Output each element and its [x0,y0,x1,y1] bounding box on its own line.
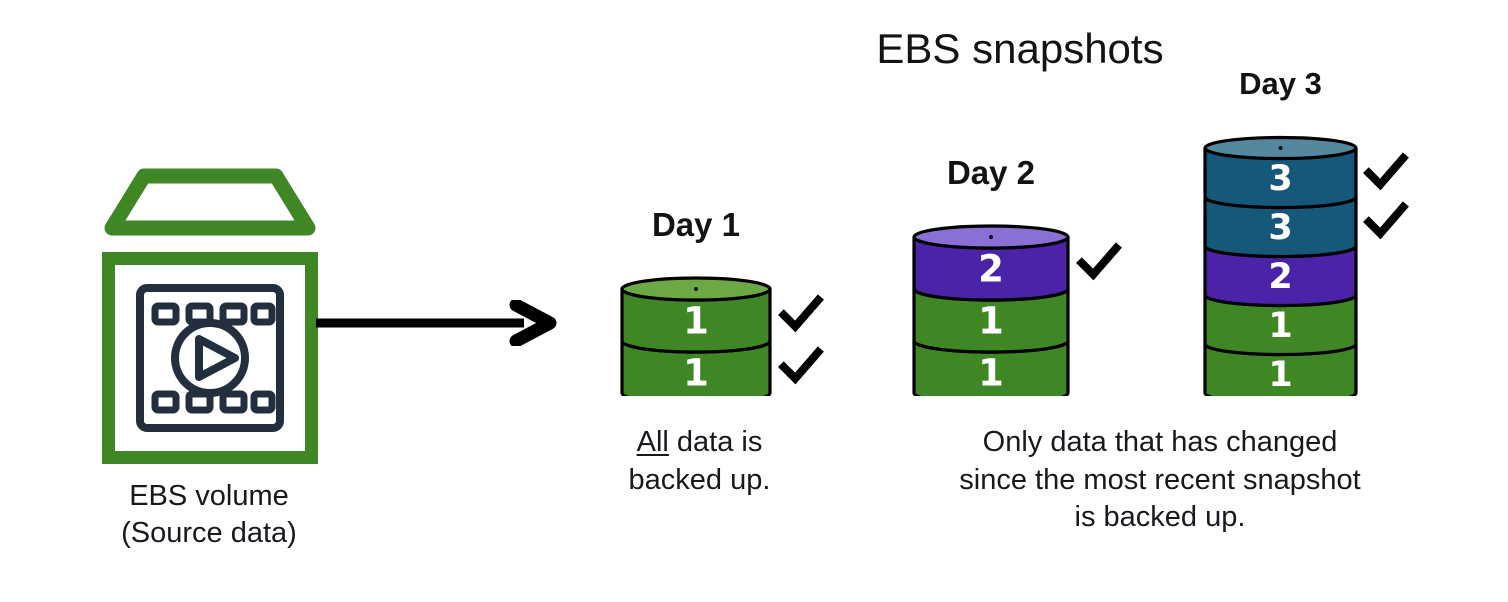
segment-value: 1 [978,300,1004,343]
incremental-caption-line2: since the most recent snapshot [959,463,1361,496]
day-label-1: Day 1 [651,206,741,243]
cylinder-day-2: 1 1 2 [912,224,1070,396]
ebs-caption-line1: EBS volume [129,480,289,512]
incremental-caption-line3: is backed up. [1074,501,1246,534]
day1-caption: All data is backed up. [592,424,807,499]
film-strip-icon [136,284,284,432]
checkmark-icon [778,294,824,333]
day-label-3: Day 3 [1239,66,1322,101]
checkmark-icon [1363,200,1409,239]
segment-value: 3 [1268,208,1292,248]
day1-caption-line2: backed up. [628,463,771,496]
incremental-caption-line1: Only data that has changed [982,426,1338,458]
flow-arrow-icon [316,300,557,346]
cylinder-day-1: 11 [620,276,772,396]
segment-value: 1 [683,352,709,395]
segment-value: 1 [1268,306,1292,346]
segment-value: 3 [1268,159,1292,199]
day1-caption-line1: All data is [592,424,807,462]
checkmark-icon [1363,151,1409,190]
incremental-caption: Only data that has changed since the mos… [880,424,1440,537]
cylinder-day-3: 1 1 2 3 3 [1203,135,1358,396]
segment-value: 1 [1268,355,1292,395]
day-stack-2: Day 2 1 1 2 [912,154,1122,460]
day1-caption-emphasis: All [636,426,669,458]
page-title: EBS snapshots [876,25,1164,72]
checkmark-icon [778,346,824,385]
ebs-volume-icon [86,168,334,468]
lid-center-dot [694,287,698,291]
ebs-volume-caption: EBS volume (Source data) [44,478,374,552]
segment-value: 1 [978,352,1004,395]
segment-value: 2 [978,248,1004,291]
segment-value: 1 [683,300,709,343]
day-label-2: Day 2 [946,154,1036,191]
checkmark-icon [1076,242,1122,281]
day1-caption-rest: data is [668,426,763,458]
day-stack-3: Day 3 1 1 2 3 3 [1203,66,1409,460]
ebs-caption-line2: (Source data) [121,517,297,550]
lid-center-dot [1278,146,1283,150]
volume-lid-icon [104,168,316,236]
lid-center-dot [989,235,993,239]
segment-value: 2 [1268,257,1292,297]
